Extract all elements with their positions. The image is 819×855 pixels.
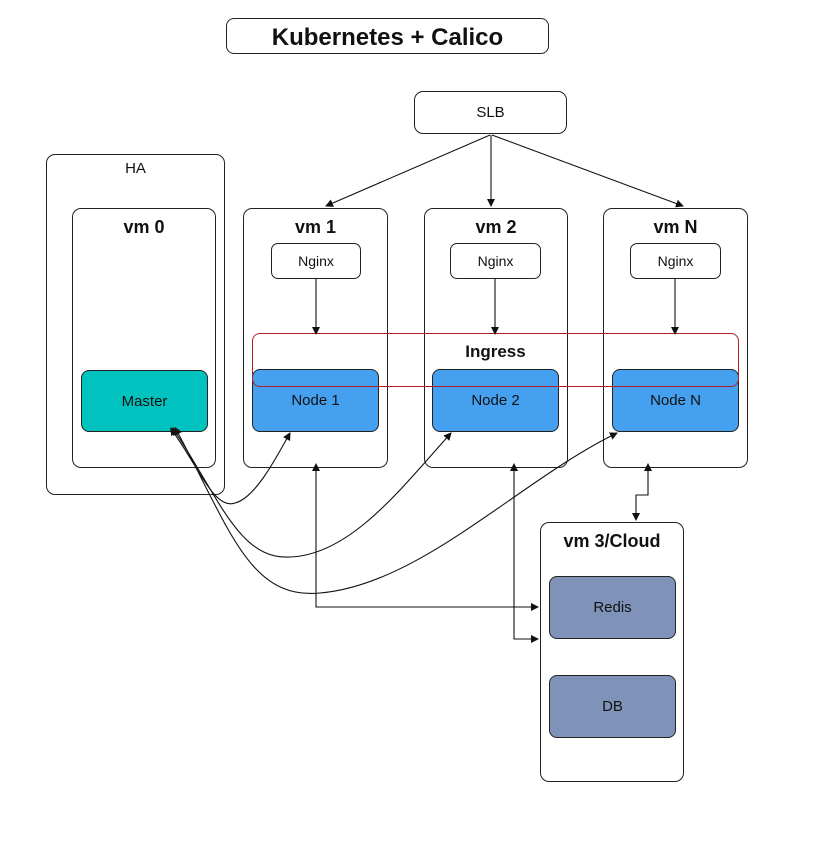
db-label: DB — [602, 698, 623, 715]
vm-1-title: vm 1 — [294, 217, 337, 237]
diagram-title-box: Kubernetes + Calico — [226, 18, 549, 54]
cloud-box: vm 3/Cloud — [540, 522, 684, 782]
master-to-node1-link — [169, 427, 291, 505]
vm-2-nginx[interactable]: Nginx — [450, 243, 541, 279]
vm2-to-cloud-link — [510, 463, 539, 643]
nginx-label: Nginx — [477, 253, 514, 269]
cloud-title: vm 3/Cloud — [563, 531, 661, 551]
diagram-title: Kubernetes + Calico — [271, 24, 504, 51]
master-node[interactable]: Master — [81, 370, 208, 432]
slb-to-vm1-arrow — [325, 134, 491, 207]
master-to node2-link — [172, 427, 452, 558]
node-n-label: Node N — [650, 392, 701, 409]
nginx-label: Nginx — [657, 253, 694, 269]
redis-label: Redis — [593, 599, 632, 616]
ha-label: HA — [125, 160, 146, 177]
node-2-label: Node 2 — [471, 392, 520, 409]
slb-label: SLB — [476, 104, 505, 121]
vm-1-nginx[interactable]: Nginx — [271, 243, 361, 279]
nginx-label: Nginx — [298, 253, 334, 269]
master-label: Master — [121, 392, 168, 410]
vm-n-nginx[interactable]: Nginx — [630, 243, 721, 279]
vm-n-title: vm N — [653, 217, 698, 237]
vmn-to-cloud-link — [632, 463, 652, 521]
redis-service[interactable]: Redis — [549, 576, 676, 639]
node-1[interactable]: Node 1 — [252, 369, 379, 432]
vm-0-title: vm 0 — [123, 217, 165, 237]
slb-to-vmn-arrow — [491, 134, 684, 208]
db-service[interactable]: DB — [549, 675, 676, 738]
slb-box[interactable]: SLB — [414, 91, 567, 134]
master-to-noden-link — [174, 426, 618, 594]
vm-n-box: vm N — [603, 208, 748, 468]
vm-2-title: vm 2 — [475, 217, 517, 237]
node-1-label: Node 1 — [291, 392, 340, 409]
ingress-label: Ingress — [465, 342, 526, 361]
vm-0-box: vm 0 — [72, 208, 216, 468]
node-n[interactable]: Node N — [612, 369, 739, 432]
vm1-to-redis-link — [312, 463, 539, 611]
ha-group: HA — [46, 154, 225, 495]
